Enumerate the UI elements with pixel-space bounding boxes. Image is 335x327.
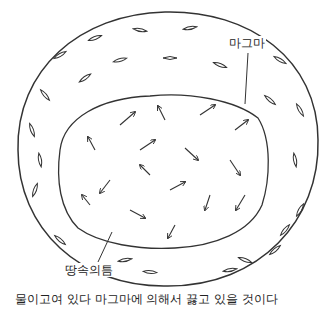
crack-mark bbox=[133, 27, 147, 32]
flow-arrow bbox=[170, 182, 185, 190]
crack-mark bbox=[279, 224, 290, 237]
flow-arrow bbox=[140, 165, 150, 175]
flow-arrow bbox=[236, 195, 245, 210]
crack-mark bbox=[53, 50, 67, 60]
crack-mark bbox=[295, 203, 305, 217]
leader-line bbox=[98, 232, 112, 262]
flow-arrow bbox=[158, 106, 165, 120]
crack-mark bbox=[269, 244, 282, 255]
flow-arrow bbox=[88, 137, 95, 150]
convection-arrows bbox=[82, 105, 248, 238]
crack-mark bbox=[143, 270, 157, 274]
crack-mark bbox=[183, 25, 197, 30]
flow-arrow bbox=[235, 120, 248, 130]
crack-mark bbox=[213, 61, 227, 69]
crack-mark bbox=[31, 183, 39, 197]
flow-arrow bbox=[185, 148, 198, 160]
crack-mark bbox=[88, 34, 102, 42]
flow-arrow bbox=[200, 105, 215, 115]
part-label: 마그마 bbox=[228, 36, 266, 50]
crack-mark bbox=[273, 55, 287, 65]
flow-arrow bbox=[130, 210, 145, 218]
crack-mark bbox=[223, 267, 237, 272]
crack-mark bbox=[39, 89, 50, 102]
flow-arrow bbox=[168, 225, 175, 238]
flow-arrow bbox=[120, 112, 135, 125]
note-text: 물이고여 있다 마그마에 의해서 끓고 있을 것이다 bbox=[14, 292, 279, 306]
crack-mark bbox=[292, 153, 297, 167]
crack-mark bbox=[37, 153, 42, 167]
crack-mark bbox=[118, 257, 132, 262]
flow-arrow bbox=[82, 195, 90, 205]
crack-mark bbox=[78, 73, 91, 83]
crack-mark bbox=[238, 256, 252, 264]
crack-mark bbox=[54, 234, 67, 245]
crack-mark bbox=[113, 57, 127, 64]
leader-line bbox=[245, 53, 248, 104]
flow-arrow bbox=[230, 160, 240, 175]
crack-mark bbox=[163, 57, 177, 60]
flow-arrow bbox=[100, 180, 110, 193]
flow-arrow bbox=[205, 195, 210, 210]
crack-marks bbox=[28, 25, 305, 274]
crack-mark bbox=[295, 103, 305, 117]
crack-mark bbox=[264, 94, 277, 105]
crack-mark bbox=[28, 123, 36, 137]
flow-arrow bbox=[140, 140, 155, 150]
part-label: 땅속의틈 bbox=[64, 263, 114, 277]
magma-region bbox=[59, 95, 269, 248]
outer-ground bbox=[18, 12, 318, 286]
